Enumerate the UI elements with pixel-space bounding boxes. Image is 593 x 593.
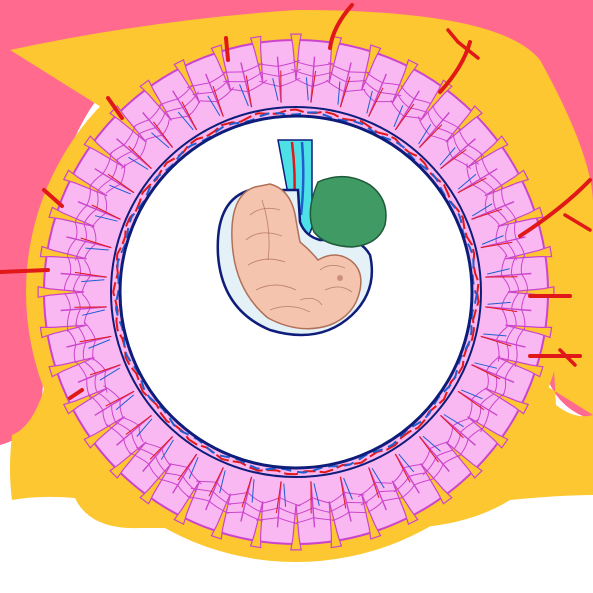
embryo-eye [337, 275, 343, 281]
spiral-artery [0, 270, 48, 272]
spiral-artery [226, 38, 228, 60]
